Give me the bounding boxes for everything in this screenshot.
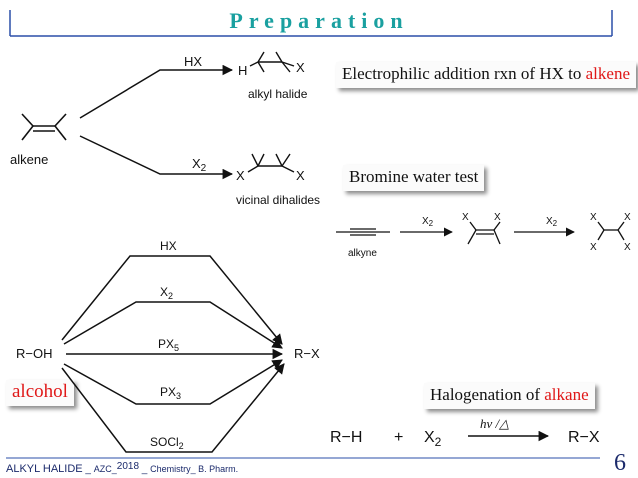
callout-alkane-highlight: alkane [544,385,589,404]
alkane-condition: hv /△ [480,416,509,431]
footer-sep-1: _ [82,464,94,475]
callout-alkene-highlight: alkene [585,64,630,83]
hx-reagent: HX [184,54,202,69]
vicinal-dihalide-x-left: X [236,168,245,183]
vicinal-dihalide-structure [247,153,295,173]
alkane-halogen: X2 [424,429,442,449]
footer-author: AZC_ [93,464,117,474]
slide-title: Preparation [229,8,409,33]
alkane-product: R−X [568,429,600,446]
footer-course: ALKYL HALIDE [6,463,83,475]
dihaloalkene-structure [467,221,501,245]
footer-year: 2018 [116,461,140,472]
alkyne-structure [336,228,390,236]
alkene-label: alkene [10,152,48,167]
path-x2 [63,301,283,349]
alkyl-halide-h: H [238,63,247,78]
alkyne-label: alkyne [348,248,377,259]
page-number: 6 [614,450,626,476]
x2-reagent: X2 [192,156,207,174]
vicinal-dihalide-x-right: X [296,168,305,183]
reagent-x2: X2 [160,285,173,301]
arrow-to-vicinal-dihalide [79,135,234,180]
arrow-to-alkyl-halide [79,64,234,119]
alkyl-halide-structure [249,51,295,73]
tetrahalide-x-tr: X [624,212,631,223]
dihaloalkene-x-right: X [494,212,501,223]
path-hx [61,255,283,345]
tetrahaloalkane-structure [597,221,625,241]
tetrahalide-x-bl: X [590,242,597,253]
alkyne-reagent-1: X2 [422,216,434,228]
alkane-reactant: R−H [330,429,362,446]
footer: ALKYL HALIDE _ AZC_2018 _ Chemistry_ B. … [6,461,238,475]
alkane-plus: + [394,429,403,446]
footer-subject: Chemistry_ B. Pharm. [150,464,239,474]
callout-halogenation-text: Halogenation of [430,385,545,404]
alcohol-reactant: R−OH [16,346,52,361]
alcohol-product: R−X [294,346,320,361]
alkyne-reagent-2: X2 [546,216,558,228]
path-socl2 [61,363,285,453]
reagent-socl2: SOCl2 [150,435,184,451]
reagent-hx: HX [160,239,177,253]
path-px3 [63,359,283,405]
alkene-structure [21,113,67,141]
dihaloalkene-x-left: X [462,212,469,223]
callout-bromine-water-test: Bromine water test [343,165,485,191]
tetrahalide-x-br: X [624,242,631,253]
alkyl-halide-x: X [296,60,305,75]
alkyl-halide-label: alkyl halide [248,87,308,101]
callout-electrophilic-addition-text: Electrophilic addition rxn of HX to [342,64,586,83]
callout-bromine-water-test-text: Bromine water test [349,167,479,186]
callout-alcohol: alcohol [6,380,74,406]
callout-electrophilic-addition: Electrophilic addition rxn of HX to alke… [336,62,636,88]
callout-alcohol-text: alcohol [12,381,68,402]
reagent-px5: PX5 [158,337,179,353]
tetrahalide-x-tl: X [590,212,597,223]
vicinal-dihalide-label: vicinal dihalides [236,193,320,207]
footer-sep-2: _ [139,464,151,475]
callout-halogenation-alkane: Halogenation of alkane [424,383,595,409]
reagent-px3: PX3 [160,385,181,401]
